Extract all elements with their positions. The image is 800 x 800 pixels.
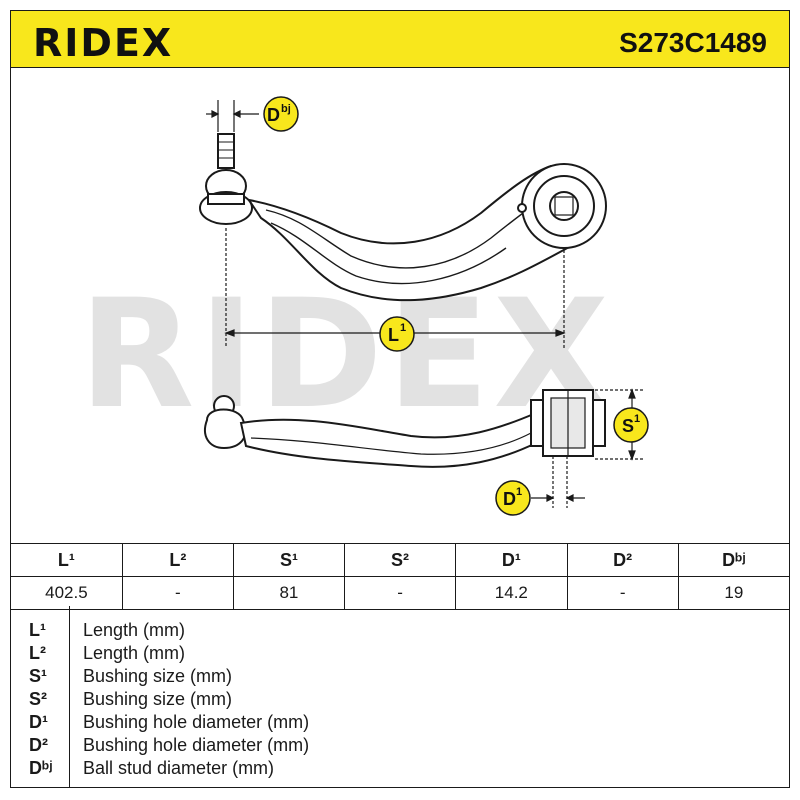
callout-s1-sup: 1 — [634, 413, 640, 425]
legend-row: L¹ Length (mm) — [11, 618, 791, 640]
value-s1: 81 — [232, 576, 345, 610]
specs-value-row: 402.5 - 81 - 14.2 - 19 — [10, 576, 791, 610]
header-d2: D² — [566, 543, 679, 577]
callout-d1-sup: 1 — [516, 486, 522, 498]
legend-row: L² Length (mm) — [11, 641, 791, 663]
callout-l1-sup: 1 — [400, 322, 406, 334]
specs-header-row: L¹ L² S¹ S² D¹ D² Dᵇʲ — [10, 543, 791, 577]
legend-label: Bushing size (mm) — [83, 666, 233, 686]
s1-dimension — [595, 388, 643, 461]
brand-watermark: RIDEX — [79, 268, 613, 442]
header-bar: RIDEX S273C1489 — [10, 10, 790, 68]
technical-drawing: RIDEX — [10, 68, 790, 543]
header-s1: S¹ — [232, 543, 345, 577]
value-d2: - — [566, 576, 679, 610]
header-dbj: Dᵇʲ — [677, 543, 791, 577]
callout-d1-main: D — [503, 489, 516, 509]
header-l2: L² — [121, 543, 234, 577]
legend-label: Length (mm) — [83, 620, 186, 640]
callout-dbj-main: D — [267, 105, 280, 125]
legend-row: S² Bushing size (mm) — [11, 687, 791, 709]
callout-dbj: D bj — [263, 96, 299, 132]
legend-label: Length (mm) — [83, 643, 186, 663]
callout-dbj-sup: bj — [281, 103, 291, 115]
legend-key: D¹ — [29, 712, 48, 732]
header-l1: L¹ — [10, 543, 123, 577]
value-l1: 402.5 — [10, 576, 123, 610]
callout-l1: L 1 — [379, 316, 415, 352]
callout-d1: D 1 — [495, 480, 531, 516]
legend-box: L¹ Length (mm) L² Length (mm) S¹ Bushing… — [10, 606, 790, 788]
legend-key: D² — [29, 735, 48, 755]
legend-key: S¹ — [29, 666, 47, 686]
legend-key: S² — [29, 689, 47, 709]
control-arm-drawing: D bj L 1 S 1 D 1 — [199, 96, 649, 516]
value-d1: 14.2 — [455, 576, 568, 610]
d1-dimension — [531, 456, 585, 508]
legend-label: Bushing size (mm) — [83, 689, 233, 709]
legend-key: L¹ — [29, 620, 46, 640]
specs-table: L¹ L² S¹ S² D¹ D² Dᵇʲ 402.5 - 81 - 14.2 … — [10, 543, 791, 610]
callout-s1-main: S — [622, 416, 634, 436]
part-number: S273C1489 — [619, 27, 767, 58]
legend-row: D¹ Bushing hole diameter (mm) — [11, 710, 791, 732]
legend-divider — [69, 606, 70, 787]
legend-row: D² Bushing hole diameter (mm) — [11, 733, 791, 755]
legend-row: S¹ Bushing size (mm) — [11, 664, 791, 686]
legend-label: Ball stud diameter (mm) — [83, 758, 275, 778]
value-l2: - — [121, 576, 234, 610]
legend-label: Bushing hole diameter (mm) — [83, 735, 310, 755]
legend-label: Bushing hole diameter (mm) — [83, 712, 310, 732]
callout-l1-main: L — [388, 325, 399, 345]
callout-s1: S 1 — [613, 407, 649, 443]
arm-top-view — [199, 133, 607, 302]
brand-logo: RIDEX — [33, 21, 174, 65]
legend-row: Dᵇʲ Ball stud diameter (mm) — [11, 756, 791, 778]
legend-key: L² — [29, 643, 46, 663]
header-d1: D¹ — [455, 543, 568, 577]
value-s2: - — [343, 576, 457, 610]
value-dbj: 19 — [677, 576, 791, 610]
dbj-dimension — [206, 100, 259, 132]
legend-key: Dᵇʲ — [29, 758, 53, 778]
arm-side-view — [204, 389, 606, 468]
header-s2: S² — [343, 543, 457, 577]
